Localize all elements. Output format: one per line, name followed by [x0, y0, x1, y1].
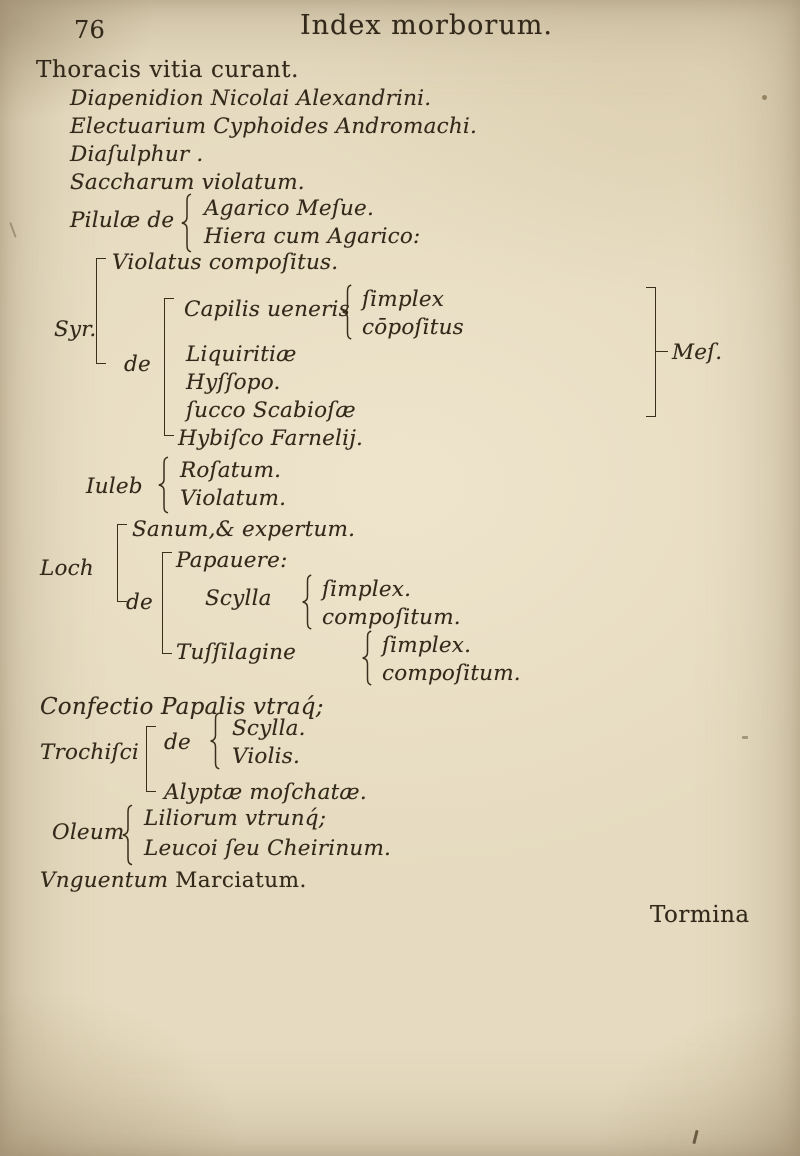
- section-heading: Thoracis vitia curant.: [36, 57, 299, 83]
- bracket-icon: [162, 552, 172, 654]
- pilulae-label: Pilulæ de: [70, 208, 175, 233]
- trochisci-de-label: de: [164, 730, 191, 755]
- scylla-item: ſimplex.: [322, 577, 412, 602]
- brace-icon: [120, 804, 136, 866]
- ink-spot: [762, 95, 767, 100]
- loch-de-label: de: [126, 590, 153, 615]
- pilulae-item: Agarico Meſue.: [204, 196, 374, 221]
- bracket-icon: [96, 258, 106, 364]
- bracket-icon: [146, 726, 156, 792]
- trochisci-alyptae: Alyptæ moſchatæ.: [164, 780, 367, 805]
- pilulae-item: Hiera cum Agarico:: [204, 224, 421, 249]
- syr-de-label: de: [124, 352, 151, 377]
- syr-item: ſucco Scabioſæ: [186, 398, 356, 423]
- tussilagine-item: ſimplex.: [382, 633, 472, 658]
- bracket-stub-icon: [655, 351, 668, 352]
- syr-item: Hyſſopo.: [186, 370, 281, 395]
- loch-tussilagine: Tuſſilagine: [176, 640, 297, 665]
- intro-line: Saccharum violatum.: [70, 170, 305, 195]
- syr-violatus: Violatus compoſitus.: [112, 250, 339, 275]
- confectio-line: Confectio Papalis vtraq́;: [40, 694, 324, 720]
- capilis-item: ſimplex: [362, 287, 445, 312]
- catchword: Tormina: [650, 902, 750, 928]
- syr-item: Hybiſco Farnelij.: [178, 426, 364, 451]
- trochisci-item: Scylla.: [232, 716, 306, 741]
- loch-scylla: Scylla: [205, 586, 272, 611]
- oleum-label: Oleum: [52, 820, 125, 845]
- loch-papauere: Papauere:: [176, 548, 288, 573]
- bracket-icon: [646, 287, 656, 417]
- trochisci-label: Trochiſci: [40, 740, 140, 765]
- brace-icon: [179, 193, 195, 253]
- ink-mark: [692, 1129, 699, 1145]
- ink-mark: [9, 222, 17, 238]
- brace-icon: [300, 574, 315, 630]
- running-header: Index morborum.: [300, 10, 553, 41]
- trochisci-item: Violis.: [232, 744, 300, 769]
- brace-icon: [360, 630, 375, 686]
- syr-item: Liquiritiæ: [186, 342, 297, 367]
- iuleb-item: Violatum.: [180, 486, 287, 511]
- oleum-item: Liliorum vtrunq́;: [144, 806, 327, 831]
- oleum-item: Leucoi ſeu Cheirinum.: [144, 836, 392, 861]
- vnguentum-name: Marciatum.: [175, 868, 307, 893]
- iuleb-item: Roſatum.: [180, 458, 282, 483]
- scylla-item: compoſitum.: [322, 605, 461, 630]
- bracket-icon: [117, 524, 127, 602]
- page-number: 76: [74, 16, 105, 44]
- iuleb-label: Iuleb: [86, 474, 143, 499]
- tussilagine-item: compoſitum.: [382, 661, 521, 686]
- capilis-item: cōpoſitus: [362, 315, 464, 340]
- syr-label: Syr.: [54, 317, 97, 342]
- loch-sanum: Sanum,& expertum.: [132, 517, 356, 542]
- vnguentum-word: Vnguentum: [40, 868, 169, 893]
- brace-icon: [340, 284, 355, 340]
- intro-line: Diaſulphur .: [70, 142, 204, 167]
- intro-line: Electuarium Cyphoides Andromachi.: [70, 114, 478, 139]
- loch-label: Loch: [40, 556, 94, 581]
- syr-capilis: Capilis ueneris: [184, 297, 350, 322]
- ink-mark: [742, 736, 748, 739]
- syr-right-label: Meſ.: [672, 340, 723, 365]
- vnguentum-line: Vnguentum Marciatum.: [40, 868, 307, 893]
- brace-icon: [208, 712, 223, 770]
- intro-line: Diapenidion Nicolai Alexandrini.: [70, 86, 432, 111]
- bracket-icon: [164, 298, 174, 436]
- brace-icon: [156, 456, 172, 514]
